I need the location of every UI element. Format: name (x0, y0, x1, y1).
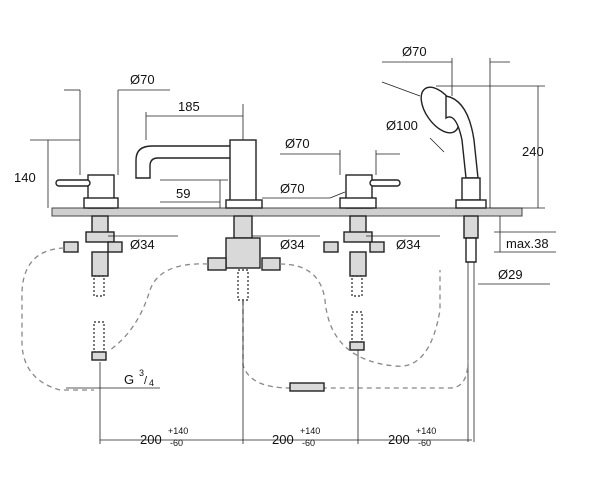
svg-text:-60: -60 (170, 438, 183, 448)
svg-text:200: 200 (272, 432, 294, 447)
left-shank-label: Ø34 (130, 237, 155, 252)
svg-text:3: 3 (139, 368, 144, 378)
left-handle-valve (55, 174, 123, 361)
deck-plate (51, 207, 523, 217)
spout-reach-label: 185 (178, 99, 200, 114)
right-handle-valve (323, 174, 401, 351)
handshower-diameter-label: Ø70 (402, 44, 427, 59)
spacing-dimension-1: 200 +140 -60 (140, 426, 188, 448)
handshower (420, 86, 487, 442)
svg-text:+140: +140 (300, 426, 320, 436)
center-left-hose (109, 263, 209, 351)
spacing-dimension-2: 200 +140 -60 (272, 426, 320, 448)
svg-text:200: 200 (140, 432, 162, 447)
spout-height-label: 59 (176, 186, 190, 201)
svg-text:4: 4 (149, 378, 154, 388)
thread-label: G 3 / 4 (124, 368, 154, 388)
spout-assembly (135, 139, 281, 301)
left-height-label: 140 (14, 170, 36, 185)
spacing-dimension-3: 200 +140 -60 (388, 426, 436, 448)
svg-text:/: / (144, 375, 148, 387)
max-deck-label: max.38 (506, 236, 549, 251)
center-shank-label: Ø34 (280, 237, 305, 252)
left-hose (21, 247, 94, 391)
svg-text:-60: -60 (418, 438, 431, 448)
right-shank-label: Ø34 (396, 237, 421, 252)
svg-text:+140: +140 (168, 426, 188, 436)
svg-text:200: 200 (388, 432, 410, 447)
svg-text:+140: +140 (416, 426, 436, 436)
right-handle-diameter-label: Ø70 (285, 136, 310, 151)
center-right-hose (279, 263, 441, 367)
svg-text:-60: -60 (302, 438, 315, 448)
handshower-head-diameter-label: Ø100 (386, 118, 418, 133)
total-height-label: 240 (522, 144, 544, 159)
spout-base-diameter-label: Ø70 (280, 181, 305, 196)
svg-text:G: G (124, 372, 134, 387)
hose-connector (289, 382, 325, 392)
left-handle-diameter-label: Ø70 (130, 72, 155, 87)
hose-hole-label: Ø29 (498, 267, 523, 282)
